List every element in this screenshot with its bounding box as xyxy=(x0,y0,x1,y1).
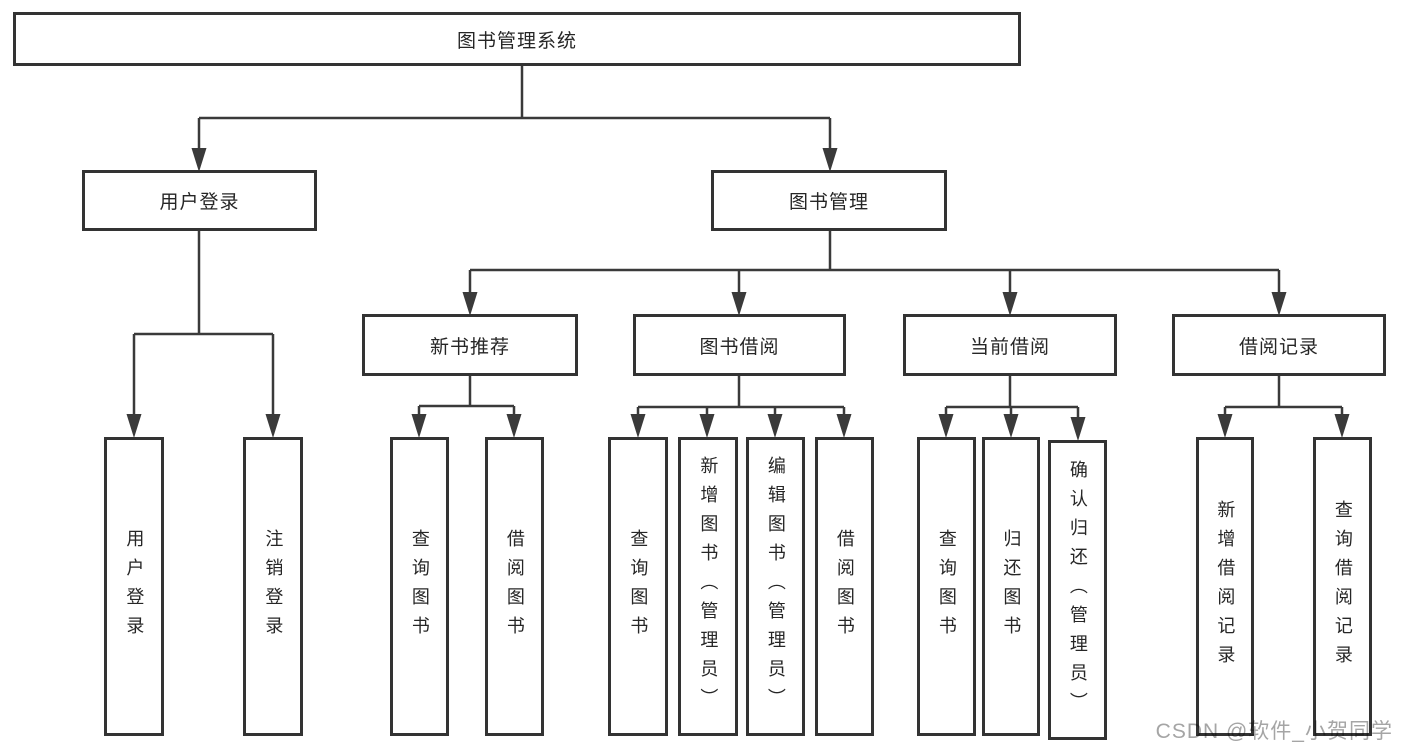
node-user-login: 用户登录 xyxy=(82,170,317,231)
node-label: 归还图书 xyxy=(1001,528,1022,645)
node-label: 编辑图书（管理员） xyxy=(765,456,786,717)
node-leaf-query-books-borrowing: 查询图书 xyxy=(608,437,668,736)
connector-book-borrowing-children xyxy=(636,375,846,418)
connector-borrowing-records-children xyxy=(1223,375,1344,418)
node-leaf-query-books-current: 查询图书 xyxy=(917,437,976,736)
node-label: 用户登录 xyxy=(124,528,145,645)
node-current-borrowing: 当前借阅 xyxy=(903,314,1117,376)
node-new-book-recommendation: 新书推荐 xyxy=(362,314,578,376)
node-label: 确认归还（管理员） xyxy=(1067,459,1088,721)
node-label: 新书推荐 xyxy=(429,336,510,358)
node-label: 图书管理 xyxy=(788,192,869,213)
node-label: 借阅图书 xyxy=(504,528,525,645)
node-leaf-query-borrow-record: 查询借阅记录 xyxy=(1313,437,1372,736)
node-label: 当前借阅 xyxy=(969,336,1050,358)
connector-current-borrowing-children xyxy=(944,375,1080,420)
node-label: 查询图书 xyxy=(936,528,957,645)
node-leaf-borrow-books-recommend: 借阅图书 xyxy=(485,437,544,736)
arrowheads xyxy=(126,148,1350,441)
node-leaf-return-books: 归还图书 xyxy=(982,437,1040,736)
connector-user-login-children xyxy=(132,230,275,418)
node-borrowing-records: 借阅记录 xyxy=(1172,314,1386,376)
node-label: 注销登录 xyxy=(263,528,284,645)
node-label: 图书借阅 xyxy=(699,336,780,358)
node-leaf-logout: 注销登录 xyxy=(243,437,303,736)
node-label: 查询借阅记录 xyxy=(1332,499,1353,674)
node-book-management: 图书管理 xyxy=(711,170,947,231)
node-leaf-add-books-admin: 新增图书（管理员） xyxy=(678,437,738,736)
node-label: 新增图书（管理员） xyxy=(698,456,719,717)
node-label: 借阅图书 xyxy=(834,528,855,645)
node-label: 图书管理系统 xyxy=(456,30,577,52)
connector-new-book-children xyxy=(417,375,516,418)
node-label: 借阅记录 xyxy=(1238,336,1319,358)
node-library-management-system: 图书管理系统 xyxy=(13,12,1021,66)
node-leaf-user-login: 用户登录 xyxy=(104,437,164,736)
node-label: 新增借阅记录 xyxy=(1215,499,1236,674)
connector-root-to-level2 xyxy=(197,66,832,152)
connector-book-management-children xyxy=(468,231,1281,296)
csdn-watermark: CSDN @软件_小贺同学 xyxy=(1155,720,1393,743)
node-label: 查询图书 xyxy=(409,528,430,645)
node-leaf-query-books-recommend: 查询图书 xyxy=(390,437,449,736)
node-label: 用户登录 xyxy=(159,192,240,213)
node-leaf-confirm-return-admin: 确认归还（管理员） xyxy=(1048,440,1107,740)
node-leaf-add-borrow-record: 新增借阅记录 xyxy=(1196,437,1254,736)
node-book-borrowing: 图书借阅 xyxy=(633,314,846,376)
node-leaf-edit-books-admin: 编辑图书（管理员） xyxy=(746,437,805,736)
node-leaf-borrow-books-borrowing: 借阅图书 xyxy=(815,437,874,736)
node-label: 查询图书 xyxy=(628,528,649,645)
